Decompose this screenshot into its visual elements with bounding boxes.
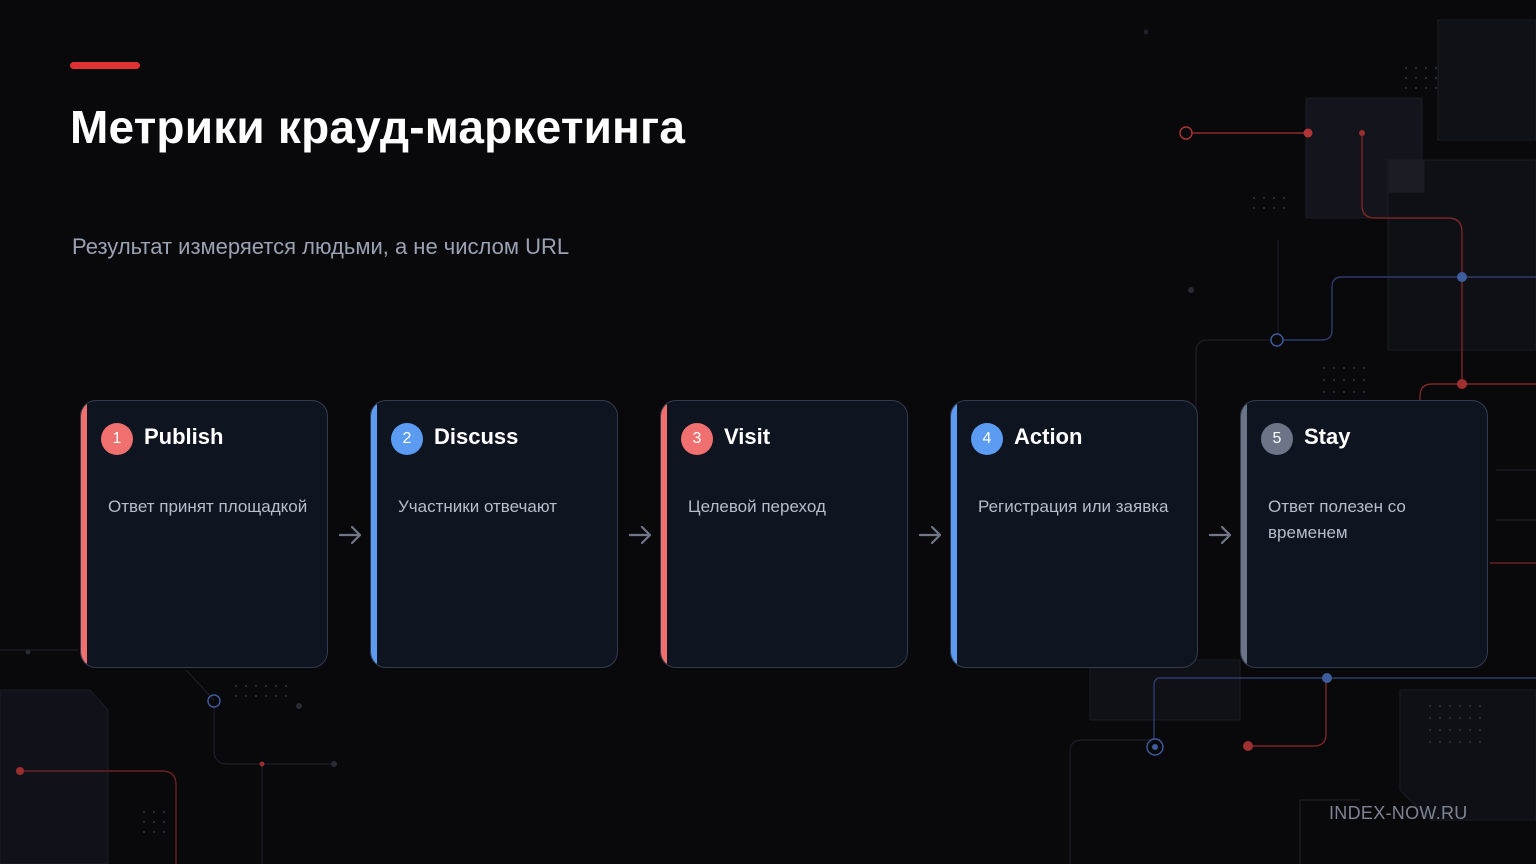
arrow-right-icon: [338, 525, 362, 545]
step-card-stay: 5 Stay Ответ полезен со временем: [1240, 400, 1488, 668]
step-number-badge: 2: [391, 423, 423, 455]
arrow-right-icon: [1208, 525, 1232, 545]
step-title: Action: [1014, 424, 1083, 449]
step-accent-stripe: [371, 401, 377, 667]
step-accent-stripe: [951, 401, 957, 667]
step-title: Visit: [724, 424, 771, 449]
page-subtitle: Результат измеряется людьми, а не числом…: [72, 234, 570, 259]
page-title: Метрики крауд-маркетинга: [70, 101, 686, 153]
step-number-badge: 1: [101, 423, 133, 455]
step-title: Publish: [144, 424, 224, 449]
step-number-badge: 4: [971, 423, 1003, 455]
step-card-discuss: 2 Discuss Участники отвечают: [370, 400, 618, 668]
step-card-publish: 1 Publish Ответ принят площадкой: [80, 400, 328, 668]
step-card-action: 4 Action Регистрация или заявка: [950, 400, 1198, 668]
arrow-right-icon: [918, 525, 942, 545]
arrow-right-icon: [628, 525, 652, 545]
step-title: Stay: [1304, 424, 1351, 449]
step-description: Ответ принят площадкой: [108, 497, 308, 516]
step-accent-stripe: [81, 401, 87, 667]
step-number-badge: 3: [681, 423, 713, 455]
step-description: Участники отвечают: [398, 497, 558, 516]
step-card-visit: 3 Visit Целевой переход: [660, 400, 908, 668]
step-accent-stripe: [661, 401, 667, 667]
step-number-badge: 5: [1261, 423, 1293, 455]
title-accent-bar: [70, 62, 140, 69]
step-description: Регистрация или заявка: [978, 497, 1169, 516]
step-title: Discuss: [434, 424, 519, 449]
step-accent-stripe: [1241, 401, 1247, 667]
step-description: Ответ полезен со временем: [1268, 497, 1406, 542]
footer-brand: INDEX-NOW.RU: [1329, 803, 1468, 823]
step-description: Целевой переход: [688, 497, 826, 516]
